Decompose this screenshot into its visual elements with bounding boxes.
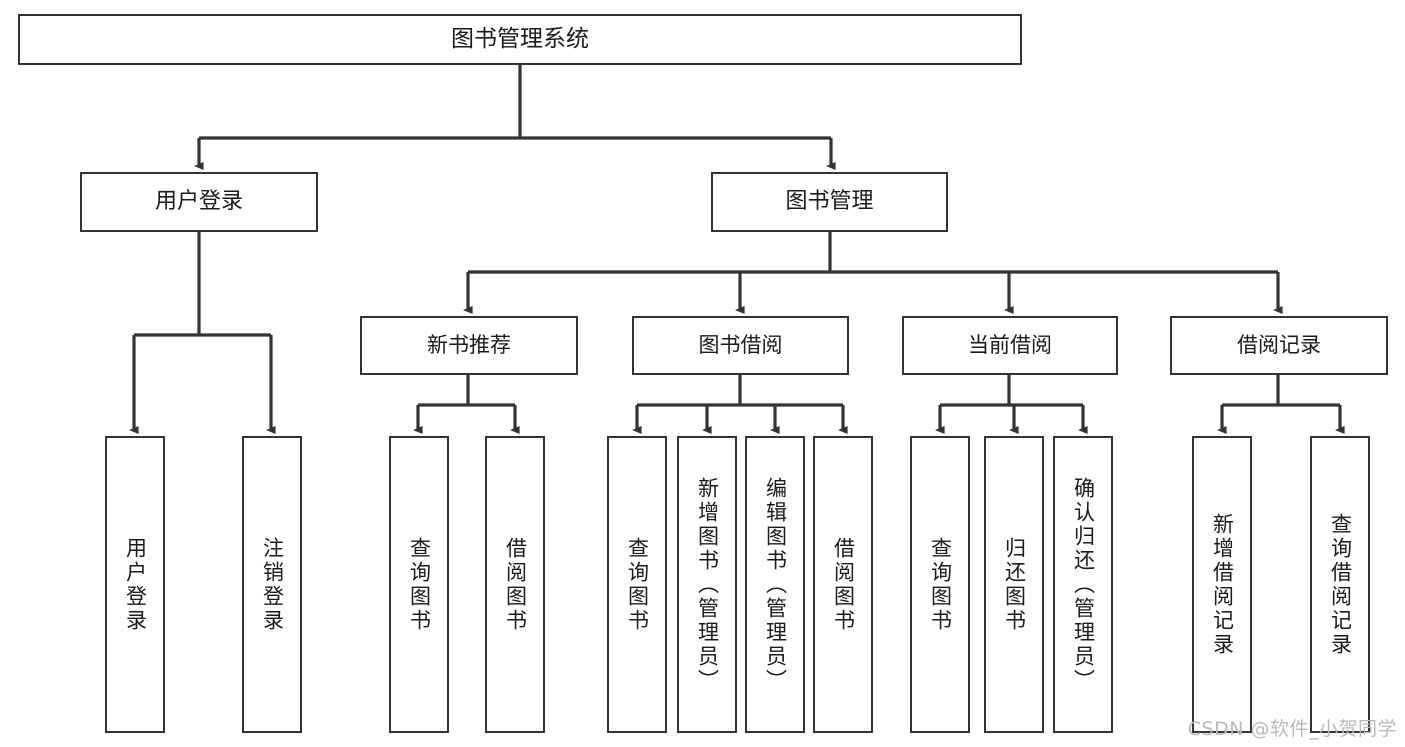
node-user-login[interactable]: 用户登录 bbox=[80, 172, 318, 232]
node-new-book-recommend[interactable]: 新书推荐 bbox=[360, 316, 578, 375]
watermark-text: CSDN @软件_小贺同学 bbox=[1187, 718, 1397, 740]
node-borrow-record-label: 借阅记录 bbox=[1237, 333, 1321, 358]
node-leaf-query-book-2[interactable]: 查询图书 bbox=[607, 436, 667, 733]
node-current-borrow[interactable]: 当前借阅 bbox=[902, 316, 1118, 375]
node-leaf-query-book-3[interactable]: 查询图书 bbox=[910, 436, 970, 733]
node-root-label: 图书管理系统 bbox=[451, 26, 589, 53]
node-borrow-record[interactable]: 借阅记录 bbox=[1170, 316, 1388, 375]
node-leaf-query-record-label: 查询借阅记录 bbox=[1328, 512, 1353, 657]
node-leaf-user-login[interactable]: 用户登录 bbox=[105, 436, 165, 733]
node-leaf-add-book-label: 新增图书（管理员） bbox=[695, 476, 720, 693]
node-book-borrow[interactable]: 图书借阅 bbox=[632, 316, 849, 375]
node-leaf-query-book-1[interactable]: 查询图书 bbox=[389, 436, 449, 733]
node-leaf-query-book-3-label: 查询图书 bbox=[928, 536, 953, 633]
node-user-login-label: 用户登录 bbox=[154, 189, 243, 215]
node-book-borrow-label: 图书借阅 bbox=[698, 333, 783, 358]
node-leaf-user-login-label: 用户登录 bbox=[123, 536, 148, 633]
node-leaf-add-record-label: 新增借阅记录 bbox=[1210, 512, 1235, 657]
node-leaf-user-logout-label: 注销登录 bbox=[260, 536, 285, 633]
node-book-manage-label: 图书管理 bbox=[785, 189, 874, 215]
node-leaf-user-logout[interactable]: 注销登录 bbox=[242, 436, 302, 733]
node-current-borrow-label: 当前借阅 bbox=[968, 333, 1052, 358]
node-leaf-return-book-label: 归还图书 bbox=[1002, 536, 1027, 633]
node-book-manage[interactable]: 图书管理 bbox=[711, 172, 948, 232]
node-leaf-borrow-book-2[interactable]: 借阅图书 bbox=[813, 436, 873, 733]
node-leaf-confirm-return[interactable]: 确认归还（管理员） bbox=[1053, 436, 1113, 733]
node-leaf-confirm-return-label: 确认归还（管理员） bbox=[1071, 476, 1096, 693]
node-leaf-borrow-book-1-label: 借阅图书 bbox=[503, 536, 528, 633]
node-leaf-borrow-book-1[interactable]: 借阅图书 bbox=[485, 436, 545, 733]
node-leaf-query-book-1-label: 查询图书 bbox=[407, 536, 432, 633]
node-root[interactable]: 图书管理系统 bbox=[18, 14, 1022, 65]
node-leaf-borrow-book-2-label: 借阅图书 bbox=[831, 536, 856, 633]
node-leaf-add-book[interactable]: 新增图书（管理员） bbox=[677, 436, 737, 733]
node-leaf-query-record[interactable]: 查询借阅记录 bbox=[1310, 436, 1370, 733]
node-leaf-edit-book[interactable]: 编辑图书（管理员） bbox=[745, 436, 805, 733]
node-leaf-edit-book-label: 编辑图书（管理员） bbox=[763, 476, 788, 693]
node-leaf-add-record[interactable]: 新增借阅记录 bbox=[1192, 436, 1252, 733]
node-leaf-query-book-2-label: 查询图书 bbox=[625, 536, 650, 633]
node-leaf-return-book[interactable]: 归还图书 bbox=[984, 436, 1044, 733]
node-new-book-recommend-label: 新书推荐 bbox=[427, 333, 511, 358]
